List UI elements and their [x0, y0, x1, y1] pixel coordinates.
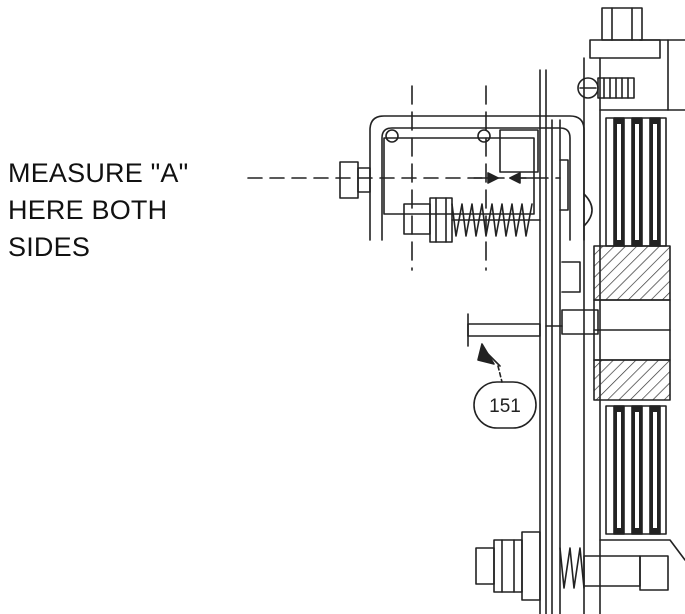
hub-section: [593, 245, 671, 401]
adjuster-screw: [577, 77, 635, 99]
lower-disc-stack: [599, 405, 685, 561]
upper-disc-stack: [605, 117, 667, 247]
reference-tag: [473, 381, 537, 429]
middle-stud: [467, 261, 599, 347]
tag-leader: [477, 343, 503, 383]
reference-tag-label: 151: [489, 396, 521, 417]
callout-line-3: SIDES: [8, 232, 91, 262]
callout-line-2: HERE BOTH: [8, 195, 168, 225]
lower-spring-assembly: [475, 531, 669, 601]
dimension-arrows: [473, 172, 535, 184]
callout-line-1: MEASURE "A": [8, 158, 189, 188]
bracket-bolt: [339, 161, 371, 199]
armature-plates: [539, 69, 561, 614]
u-bracket: [369, 115, 585, 241]
upper-spring-assembly: [403, 159, 593, 243]
top-bolt-head: [589, 7, 661, 59]
caliper-body: [383, 129, 539, 215]
